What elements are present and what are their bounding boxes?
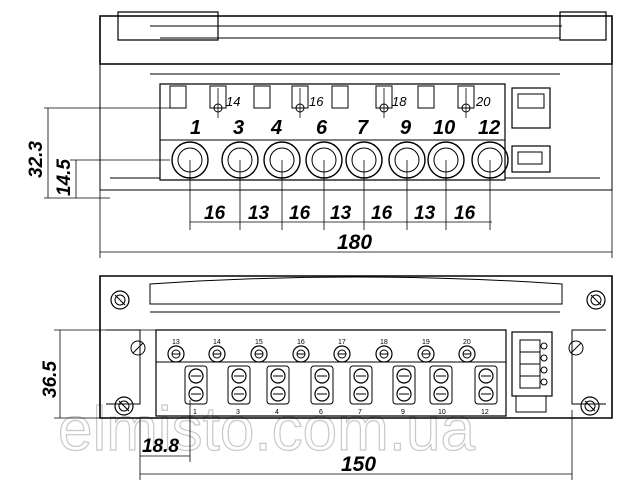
mount-screw-bottom-right (580, 396, 600, 416)
dim-150: 150 (341, 453, 376, 476)
spacing-label-1: 16 (204, 203, 226, 224)
top-aux-slot (169, 85, 187, 109)
spacing-label-7: 16 (454, 203, 476, 224)
top-aux-label-20: 20 (475, 94, 491, 109)
base-term-label-3: 3 (236, 409, 240, 416)
base-terminal-screw-pair (310, 365, 334, 405)
top-aux-label-14: 14 (226, 94, 240, 109)
base-terminal-screw-pair (429, 365, 453, 405)
top-aux-slot (331, 85, 349, 109)
service-connector (511, 145, 551, 173)
top-terminal-label-4: 4 (270, 117, 282, 139)
base-terminal-screw-pair (184, 365, 208, 405)
base-terminal-screw-pair (266, 365, 290, 405)
dim-18-8: 18.8 (142, 436, 179, 457)
bottom-view: 13 14 15 16 17 18 19 20 1 3 4 6 7 9 10 1… (40, 275, 613, 480)
interface-terminal-strip (511, 331, 553, 413)
top-aux-screw (461, 88, 471, 118)
seal-hole-right (568, 340, 584, 356)
top-aux-label-16: 16 (309, 94, 324, 109)
top-terminal-label-6: 6 (316, 117, 328, 139)
dim-32-3: 32.3 (26, 141, 47, 178)
base-aux-label-13: 13 (172, 339, 180, 346)
dim-36-5: 36.5 (40, 361, 61, 398)
mount-screw-top-left (110, 290, 130, 310)
top-terminal-label-1: 1 (190, 117, 201, 139)
base-term-label-12: 12 (481, 409, 489, 416)
top-terminal-label-7: 7 (357, 117, 369, 139)
top-terminal-label-10: 10 (433, 117, 455, 139)
top-terminal-label-12: 12 (478, 117, 500, 139)
top-aux-screw (213, 88, 223, 118)
top-aux-slot (417, 85, 435, 109)
base-aux-screw (375, 345, 393, 363)
dim-180: 180 (337, 231, 372, 254)
base-terminal-screw-pair (474, 365, 498, 405)
base-term-label-9: 9 (401, 409, 405, 416)
spacing-dimension-chain (189, 160, 492, 230)
terminal-block (159, 83, 506, 181)
top-aux-screw (295, 88, 305, 118)
base-term-label-10: 10 (438, 409, 446, 416)
top-terminal-label-9: 9 (400, 117, 412, 139)
top-aux-label-18: 18 (392, 94, 407, 109)
top-terminal-label-3: 3 (233, 117, 244, 139)
base-terminal-screw-pair (227, 365, 251, 405)
base-term-label-6: 6 (319, 409, 323, 416)
base-term-label-4: 4 (275, 409, 279, 416)
mount-screw-top-right (586, 290, 606, 310)
base-aux-screw (333, 345, 351, 363)
dim-14-5: 14.5 (54, 159, 75, 196)
top-aux-screw (379, 88, 389, 118)
top-aux-slot (253, 85, 271, 109)
base-terminal-screw-pair (392, 365, 416, 405)
base-aux-label-14: 14 (213, 339, 221, 346)
base-term-label-1: 1 (193, 409, 197, 416)
base-term-label-7: 7 (358, 409, 362, 416)
base-aux-label-19: 19 (422, 339, 430, 346)
spacing-label-2: 13 (248, 203, 270, 224)
base-aux-screw (458, 345, 476, 363)
base-terminal-screw-pair (349, 365, 373, 405)
cover-latch-right (559, 11, 607, 41)
base-terminal-block (155, 329, 507, 417)
spacing-label-6: 13 (414, 203, 436, 224)
base-outline (99, 275, 613, 419)
spacing-label-3: 16 (289, 203, 311, 224)
base-aux-label-20: 20 (463, 339, 471, 346)
rj-connector (511, 87, 551, 129)
base-aux-label-15: 15 (255, 339, 263, 346)
mount-screw-bottom-left (114, 396, 134, 416)
base-aux-screw (417, 345, 435, 363)
base-aux-screw (167, 345, 185, 363)
base-aux-label-17: 17 (338, 339, 346, 346)
base-aux-label-16: 16 (297, 339, 305, 346)
seal-hole-left (130, 340, 146, 356)
spacing-label-4: 13 (330, 203, 352, 224)
base-aux-label-18: 18 (380, 339, 388, 346)
top-view: 1 3 4 6 7 9 10 12 14 16 18 20 16 13 16 1… (26, 11, 613, 258)
base-aux-screw (250, 345, 268, 363)
watermark: elmisto.com.ua (58, 395, 475, 464)
base-aux-screw (292, 345, 310, 363)
spacing-label-5: 16 (371, 203, 393, 224)
base-aux-screw (208, 345, 226, 363)
cover-latch-left (117, 11, 219, 41)
